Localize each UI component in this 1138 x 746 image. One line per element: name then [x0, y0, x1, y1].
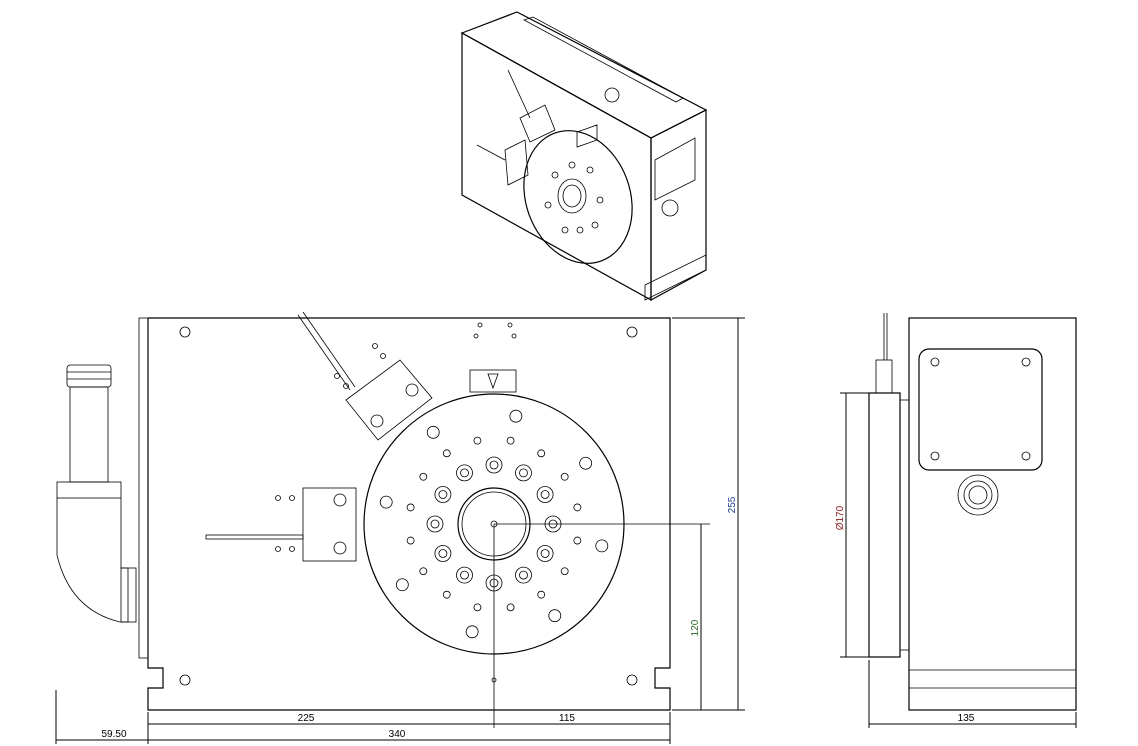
small-hole [506, 603, 515, 612]
small-hole [406, 503, 415, 512]
bolt-hole [536, 486, 554, 503]
bolt-hole-inner [540, 490, 550, 499]
dim-center-right: 115 [559, 713, 575, 724]
outer-hole [395, 578, 409, 592]
outer-hole [509, 409, 523, 423]
dim-disc-diameter: Ø170 [835, 505, 846, 530]
dimension-lines [55, 317, 1077, 744]
dim-total-width: 340 [389, 729, 406, 740]
bolt-hole-inner [438, 490, 448, 499]
dim-side-depth: 135 [958, 713, 975, 724]
dim-total-height: 255 [727, 496, 738, 513]
bolt-hole [515, 566, 532, 584]
small-hole [560, 472, 569, 481]
dim-center-left: 225 [298, 713, 315, 724]
isometric-view [460, 11, 708, 302]
small-hole [473, 603, 482, 612]
front-view [56, 311, 710, 728]
bolt-hole [434, 486, 452, 503]
small-hole [506, 436, 515, 445]
bolt-hole [515, 464, 532, 482]
small-hole [442, 590, 451, 599]
bolt-hole-inner [460, 468, 469, 478]
outer-hole [379, 495, 393, 509]
outer-hole [579, 456, 593, 470]
small-hole [537, 590, 546, 599]
bolt-hole [456, 464, 473, 482]
bolt-holes [379, 409, 609, 639]
small-hole [560, 567, 569, 576]
small-hole [419, 472, 428, 481]
bolt-hole-inner [519, 570, 528, 580]
bolt-hole [434, 545, 452, 562]
outer-hole [465, 625, 479, 639]
bolt-hole-inner [438, 549, 448, 558]
bolt-hole [536, 545, 554, 562]
fitting [56, 364, 137, 623]
small-hole [442, 449, 451, 458]
bolt-hole [456, 566, 473, 584]
bolt-hole-inner [430, 519, 440, 529]
small-hole [537, 449, 546, 458]
small-hole [473, 436, 482, 445]
bolt-hole-inner [460, 570, 469, 580]
bolt-hole [485, 456, 503, 474]
small-hole [573, 503, 582, 512]
bolt-hole-inner [519, 468, 528, 478]
bolt-hole-inner [489, 460, 499, 470]
iso-bolt-holes [544, 161, 604, 234]
side-view [868, 313, 1077, 711]
bolt-hole [426, 515, 444, 533]
outer-hole [548, 609, 562, 623]
outer-hole [426, 425, 440, 439]
small-hole [419, 567, 428, 576]
bolt-hole-inner [540, 549, 550, 558]
small-hole [406, 536, 415, 545]
small-hole [573, 536, 582, 545]
dim-center-height: 120 [690, 619, 701, 636]
dim-offset-left: 59.50 [101, 729, 126, 740]
outer-hole [595, 539, 609, 553]
